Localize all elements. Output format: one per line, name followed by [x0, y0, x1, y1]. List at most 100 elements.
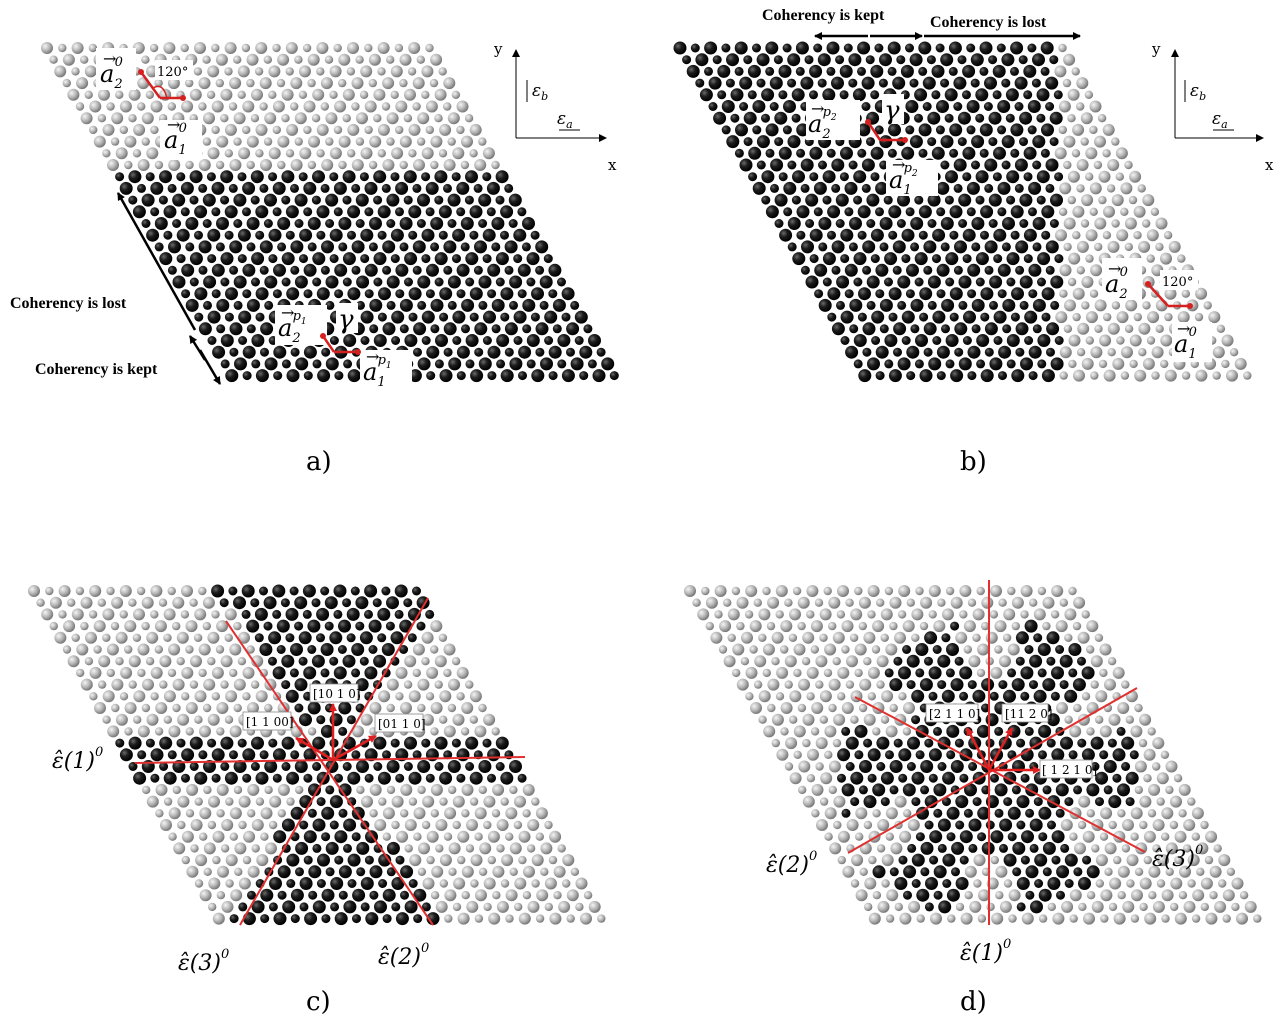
matrix-atom — [492, 891, 501, 900]
matrix-atom — [942, 608, 954, 621]
precipitate-atom — [333, 181, 347, 195]
precipitate-atom — [1037, 643, 1051, 656]
matrix-atom — [89, 692, 98, 701]
matrix-atom — [312, 88, 325, 101]
matrix-atom — [351, 102, 360, 111]
matrix-atom — [71, 42, 84, 54]
matrix-atom — [884, 586, 894, 596]
matrix-atom — [355, 55, 364, 64]
precipitate-atom — [342, 252, 356, 266]
precipitate-atom — [796, 230, 806, 240]
precipitate-atom — [916, 806, 929, 820]
matrix-atom — [290, 102, 299, 111]
matrix-atom — [723, 598, 732, 607]
precipitate-atom — [158, 195, 168, 205]
matrix-atom — [1089, 100, 1102, 113]
precipitate-atom — [848, 78, 858, 88]
matrix-atom — [1056, 702, 1068, 714]
matrix-atom — [1086, 809, 1096, 818]
matrix-atom — [1200, 877, 1213, 890]
precipitate-atom — [246, 619, 260, 633]
matrix-atom — [347, 149, 356, 158]
matrix-atom — [1168, 240, 1181, 253]
precipitate-atom — [935, 125, 945, 135]
precipitate-atom — [386, 841, 400, 855]
precipitate-atom — [421, 254, 431, 264]
precipitate-atom — [212, 345, 226, 359]
precipitate-atom — [976, 359, 986, 369]
precipitate-atom — [495, 736, 509, 750]
matrix-atom — [298, 90, 308, 100]
matrix-atom — [1099, 643, 1112, 656]
matrix-atom — [806, 774, 816, 783]
precipitate-atom — [1014, 158, 1028, 172]
precipitate-atom — [456, 207, 466, 217]
precipitate-atom — [944, 88, 958, 102]
precipitate-atom — [884, 668, 894, 678]
precipitate-atom — [1046, 322, 1060, 336]
precipitate-atom — [1012, 867, 1022, 877]
matrix-atom — [193, 67, 203, 76]
precipitate-atom — [359, 172, 369, 182]
precipitate-atom — [1001, 242, 1011, 252]
matrix-atom — [194, 42, 206, 54]
matrix-atom — [1085, 172, 1094, 181]
matrix-atom — [907, 819, 920, 831]
precipitate-atom — [207, 310, 221, 324]
matrix-atom — [163, 690, 176, 703]
precipitate-atom — [1025, 890, 1035, 900]
caption-c: c) — [306, 987, 331, 1017]
precipitate-atom — [508, 219, 518, 228]
matrix-atom — [395, 692, 404, 701]
matrix-atom — [137, 725, 150, 738]
matrix-atom — [841, 645, 850, 654]
matrix-atom — [299, 147, 312, 160]
matrix-atom — [1138, 322, 1151, 335]
precipitate-atom — [946, 750, 956, 760]
precipitate-atom — [268, 902, 278, 912]
precipitate-atom — [984, 76, 997, 90]
precipitate-atom — [343, 843, 352, 853]
precipitate-atom — [259, 643, 273, 656]
matrix-atom — [247, 783, 260, 796]
matrix-atom — [527, 819, 540, 831]
precipitate-atom — [1019, 219, 1029, 228]
precipitate-atom — [704, 41, 718, 55]
precipitate-atom — [539, 275, 553, 289]
precipitate-atom — [289, 668, 299, 678]
matrix-atom — [321, 159, 334, 171]
matrix-atom — [417, 867, 427, 876]
precipitate-atom — [373, 195, 383, 205]
precipitate-atom — [400, 865, 414, 879]
precipitate-atom — [522, 324, 532, 334]
precipitate-atom — [1006, 170, 1020, 184]
matrix-atom — [194, 879, 204, 888]
matrix-atom — [115, 147, 128, 160]
precipitate-atom — [893, 347, 902, 357]
precipitate-atom — [338, 217, 352, 230]
precipitate-atom — [478, 300, 488, 310]
precipitate-atom — [791, 195, 801, 205]
precipitate-atom — [260, 914, 270, 924]
matrix-atom — [128, 680, 137, 689]
precipitate-atom — [1006, 195, 1016, 205]
matrix-atom — [811, 809, 820, 818]
precipitate-atom — [827, 312, 837, 322]
matrix-atom — [1064, 715, 1073, 724]
matrix-atom — [422, 795, 435, 808]
matrix-atom — [859, 867, 868, 876]
matrix-atom — [172, 621, 181, 631]
precipitate-atom — [303, 207, 313, 217]
precipitate-atom — [988, 193, 1002, 207]
precipitate-atom — [264, 193, 277, 207]
matrix-atom — [413, 807, 426, 820]
precipitate-atom — [290, 888, 304, 902]
matrix-atom — [714, 610, 723, 619]
precipitate-atom — [552, 324, 562, 334]
matrix-atom — [307, 78, 316, 88]
precipitate-atom — [395, 855, 405, 865]
precipitate-atom — [286, 853, 300, 867]
precipitate-atom — [894, 877, 908, 890]
matrix-atom — [268, 90, 277, 100]
precipitate-atom — [1108, 795, 1122, 809]
